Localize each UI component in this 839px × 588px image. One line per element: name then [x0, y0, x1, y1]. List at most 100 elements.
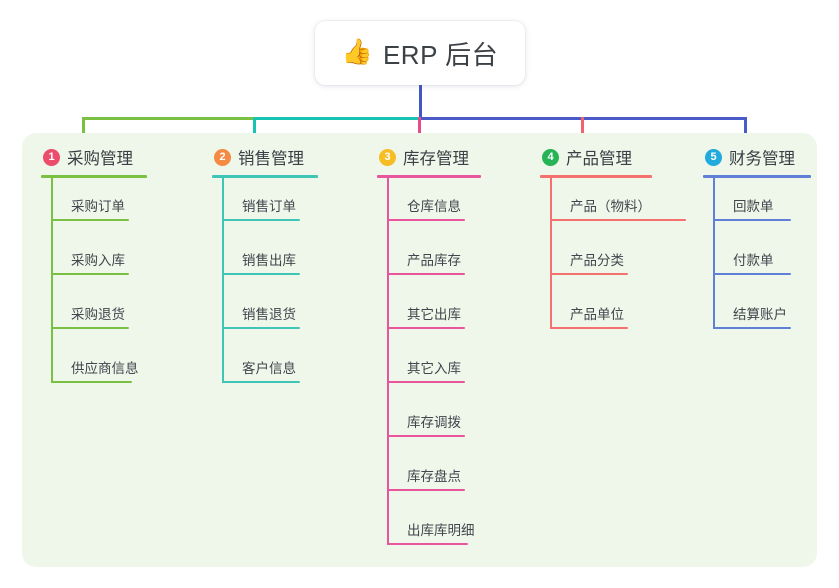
menu-item-label: 销售订单: [242, 199, 296, 214]
column-trunk-inventory: [387, 178, 389, 545]
menu-item[interactable]: 销售订单: [212, 178, 318, 232]
menu-item[interactable]: 销售退货: [212, 286, 318, 340]
menu-item-rule: [550, 273, 628, 275]
root-node-card[interactable]: 👍 ERP 后台: [315, 21, 525, 85]
menu-item-label: 其它入库: [407, 361, 461, 376]
menu-item-rule: [550, 219, 686, 221]
drop-finance: [744, 117, 747, 145]
menu-item[interactable]: 客户信息: [212, 340, 318, 394]
menu-item[interactable]: 产品分类: [540, 232, 652, 286]
column-title-product: 产品管理: [566, 150, 632, 168]
menu-item[interactable]: 其它出库: [377, 286, 481, 340]
column-title-sales: 销售管理: [238, 150, 304, 168]
column-rule-sales: [212, 175, 318, 178]
column-title-inventory: 库存管理: [403, 150, 469, 168]
menu-item[interactable]: 产品库存: [377, 232, 481, 286]
menu-item-rule: [387, 219, 465, 221]
menu-item-label: 库存盘点: [407, 469, 461, 484]
column-trunk-purchase: [51, 178, 53, 383]
menu-item-label: 销售出库: [242, 253, 296, 268]
column-header-inventory[interactable]: 3 库存管理: [377, 145, 481, 169]
menu-item-rule: [51, 219, 129, 221]
menu-item-rule: [51, 273, 129, 275]
menu-item[interactable]: 付款单: [703, 232, 811, 286]
menu-item[interactable]: 其它入库: [377, 340, 481, 394]
menu-item[interactable]: 仓库信息: [377, 178, 481, 232]
menu-item[interactable]: 结算账户: [703, 286, 811, 340]
column-badge-finance: 5: [705, 148, 722, 166]
connector-bar-bar-teal: [253, 117, 420, 120]
column-items-product: 产品（物料） 产品分类产品单位: [540, 178, 686, 340]
column-sales: 2 销售管理销售订单销售出库销售退货客户信息: [212, 145, 318, 394]
menu-item-label: 产品分类: [570, 253, 624, 268]
root-title: ERP 后台: [382, 39, 499, 70]
column-badge-product: 4: [542, 148, 559, 166]
column-items-finance: 回款单付款单结算账户: [703, 178, 811, 340]
menu-item-rule: [51, 327, 129, 329]
menu-item-label: 采购退货: [71, 307, 125, 322]
menu-item[interactable]: 出库库明细: [377, 502, 481, 556]
column-rule-inventory: [377, 175, 481, 178]
menu-item-label: 其它出库: [407, 307, 461, 322]
menu-item-rule: [222, 381, 300, 383]
menu-item-rule: [387, 543, 468, 545]
menu-item[interactable]: 产品（物料）: [540, 178, 686, 232]
menu-item[interactable]: 库存调拨: [377, 394, 481, 448]
connector-bar-bar-green: [82, 117, 255, 120]
menu-item-rule: [387, 381, 465, 383]
column-trunk-sales: [222, 178, 224, 383]
menu-item-label: 回款单: [733, 199, 774, 214]
menu-item-label: 产品（物料）: [570, 199, 651, 214]
menu-item[interactable]: 产品单位: [540, 286, 652, 340]
column-badge-inventory: 3: [379, 148, 396, 166]
menu-item[interactable]: 采购入库: [41, 232, 147, 286]
menu-item-label: 客户信息: [242, 361, 296, 376]
menu-item-rule: [387, 435, 465, 437]
column-header-sales[interactable]: 2 销售管理: [212, 145, 318, 169]
drop-inventory: [418, 117, 421, 145]
drop-sales: [253, 117, 256, 145]
menu-item[interactable]: 供应商信息: [41, 340, 147, 394]
menu-item-rule: [222, 327, 300, 329]
menu-item-label: 出库库明细: [407, 523, 475, 538]
menu-item[interactable]: 采购订单: [41, 178, 147, 232]
menu-item-label: 产品单位: [570, 307, 624, 322]
menu-item-label: 销售退货: [242, 307, 296, 322]
column-title-purchase: 采购管理: [67, 150, 133, 168]
menu-item-label: 付款单: [733, 253, 774, 268]
column-trunk-finance: [713, 178, 715, 329]
menu-item-label: 库存调拨: [407, 415, 461, 430]
menu-item[interactable]: 回款单: [703, 178, 811, 232]
column-header-product[interactable]: 4 产品管理: [540, 145, 652, 169]
root-connector-vertical: [419, 85, 422, 120]
column-trunk-product: [550, 178, 552, 329]
menu-item-rule: [387, 489, 465, 491]
menu-item-rule: [387, 273, 465, 275]
column-header-purchase[interactable]: 1 采购管理: [41, 145, 147, 169]
column-items-purchase: 采购订单采购入库采购退货供应商信息: [41, 178, 147, 394]
menu-item-rule: [51, 381, 132, 383]
menu-item-rule: [222, 219, 300, 221]
menu-item-label: 仓库信息: [407, 199, 461, 214]
menu-item[interactable]: 库存盘点: [377, 448, 481, 502]
thumbs-up-icon: 👍: [341, 37, 373, 66]
menu-item-rule: [713, 219, 791, 221]
menu-item[interactable]: 采购退货: [41, 286, 147, 340]
column-rule-product: [540, 175, 652, 178]
column-items-inventory: 仓库信息产品库存其它出库其它入库库存调拨库存盘点出库库明细: [377, 178, 481, 556]
column-badge-sales: 2: [214, 148, 231, 166]
menu-item-rule: [713, 327, 791, 329]
column-badge-purchase: 1: [43, 148, 60, 166]
column-product: 4 产品管理产品（物料） 产品分类产品单位: [540, 145, 686, 340]
menu-item-rule: [713, 273, 791, 275]
menu-item-label: 产品库存: [407, 253, 461, 268]
diagram-panel: [22, 133, 817, 567]
menu-item[interactable]: 销售出库: [212, 232, 318, 286]
menu-item-rule: [387, 327, 465, 329]
column-purchase: 1 采购管理采购订单采购入库采购退货供应商信息: [41, 145, 147, 394]
column-items-sales: 销售订单销售出库销售退货客户信息: [212, 178, 318, 394]
menu-item-rule: [550, 327, 628, 329]
menu-item-label: 采购订单: [71, 199, 125, 214]
